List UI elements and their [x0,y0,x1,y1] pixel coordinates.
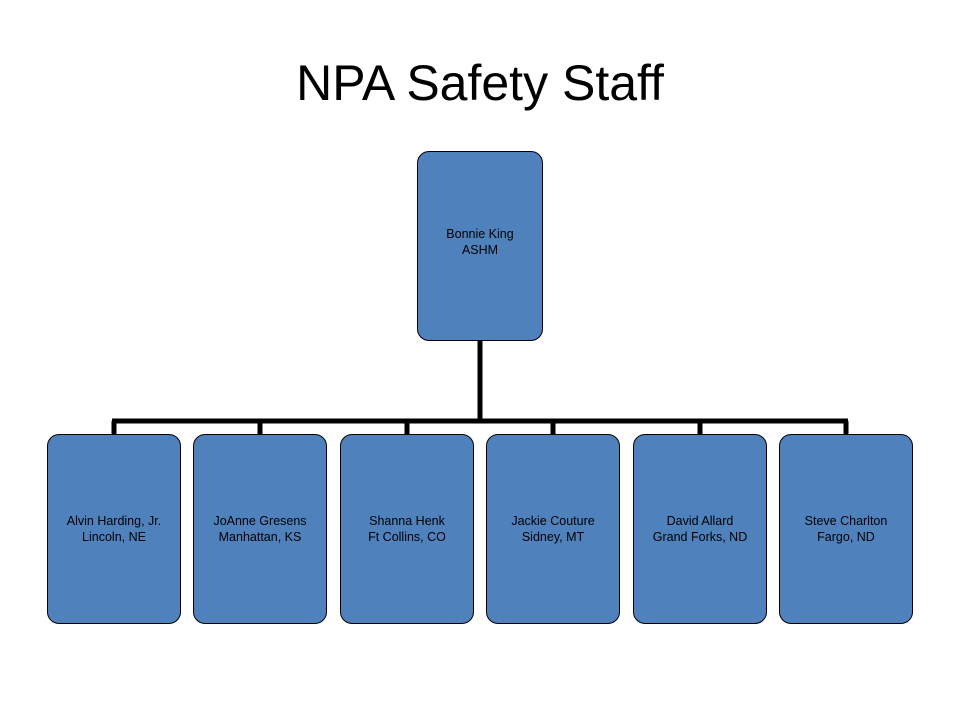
child-name: Alvin Harding, Jr. [66,514,162,528]
child-location: Grand Forks, ND [652,530,748,544]
child-location: Lincoln, NE [82,530,146,544]
org-node-child-4: Jackie Couture Sidney, MT [486,434,620,624]
child-location: Manhattan, KS [218,530,302,544]
org-node-child-6: Steve Charlton Fargo, ND [779,434,913,624]
child-name: Shanna Henk [369,514,445,528]
child-name: JoAnne Gresens [213,514,307,528]
child-location: Ft Collins, CO [368,530,446,544]
org-node-root: Bonnie King ASHM [417,151,543,341]
root-name: Bonnie King [446,227,514,241]
child-name: Jackie Couture [511,514,595,528]
child-name: David Allard [666,514,734,528]
org-node-child-5: David Allard Grand Forks, ND [633,434,767,624]
org-node-child-1: Alvin Harding, Jr. Lincoln, NE [47,434,181,624]
org-node-child-3: Shanna Henk Ft Collins, CO [340,434,474,624]
org-node-child-2: JoAnne Gresens Manhattan, KS [193,434,327,624]
child-location: Fargo, ND [817,530,875,544]
child-name: Steve Charlton [804,514,888,528]
child-location: Sidney, MT [521,530,585,544]
root-role: ASHM [461,243,499,257]
slide-title: NPA Safety Staff [296,55,664,111]
